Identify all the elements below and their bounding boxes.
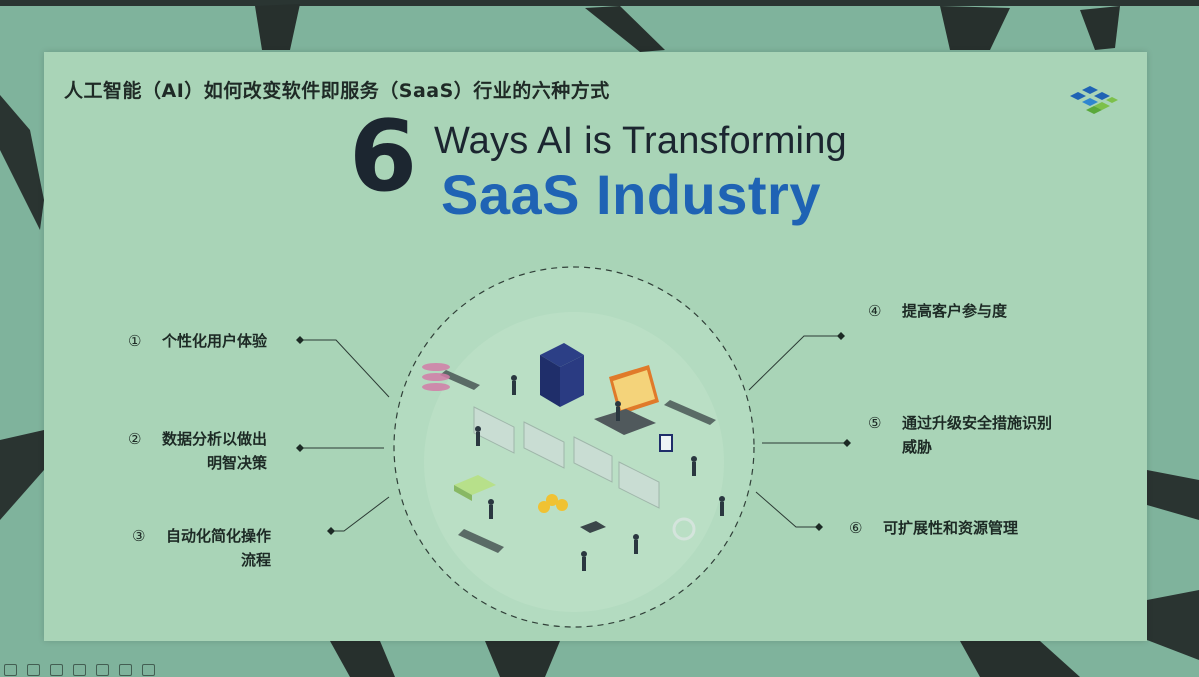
item-label: 通过升级安全措施识别: [902, 414, 1053, 432]
pen-icon[interactable]: [27, 663, 40, 676]
item-number: ⑤: [868, 414, 882, 432]
list-item-5: ⑤ 通过升级安全措施识别 威胁: [868, 411, 1052, 459]
item-label: 自动化简化操作: [166, 527, 272, 545]
item-label-continued: 流程: [241, 551, 272, 569]
grid-icon[interactable]: [73, 663, 86, 676]
arrow-icon[interactable]: [4, 663, 17, 676]
list-item-4: ④ 提高客户参与度: [868, 299, 1007, 323]
item-number: ⑥: [849, 519, 863, 537]
list-item-3: ③ 自动化简化操作 流程: [132, 524, 271, 572]
list-item-2: ② 数据分析以做出 明智决策: [128, 427, 267, 475]
item-number: ②: [128, 430, 142, 448]
list-item-6: ⑥ 可扩展性和资源管理: [849, 516, 1018, 540]
item-label-continued: 明智决策: [207, 454, 268, 472]
item-number: ①: [128, 332, 142, 350]
slide-frame: 人工智能（AI）如何改变软件即服务（SaaS）行业的六种方式 6 Ways AI…: [44, 52, 1147, 641]
item-label: 数据分析以做出: [162, 430, 268, 448]
item-label: 个性化用户体验: [162, 332, 268, 350]
item-label: 可扩展性和资源管理: [883, 519, 1019, 537]
headline-top: Ways AI is Transforming: [434, 120, 847, 162]
big-number-six: 6: [349, 100, 418, 214]
headline-main: SaaS Industry: [441, 163, 821, 226]
saas-isometric-illustration: [393, 266, 755, 628]
item-label: 提高客户参与度: [902, 302, 1008, 320]
zoom-icon[interactable]: [50, 663, 63, 676]
more-icon[interactable]: [142, 663, 155, 676]
item-number: ③: [132, 527, 146, 545]
item-label-continued: 威胁: [902, 438, 933, 456]
menu-icon[interactable]: [119, 663, 132, 676]
cube-cluster-logo-icon: [1070, 86, 1118, 114]
slides-icon[interactable]: [96, 663, 109, 676]
presentation-toolbar: [0, 662, 244, 677]
item-number: ④: [868, 302, 882, 320]
list-item-1: ① 个性化用户体验: [128, 329, 267, 353]
slide-title: 人工智能（AI）如何改变软件即服务（SaaS）行业的六种方式: [64, 80, 610, 102]
